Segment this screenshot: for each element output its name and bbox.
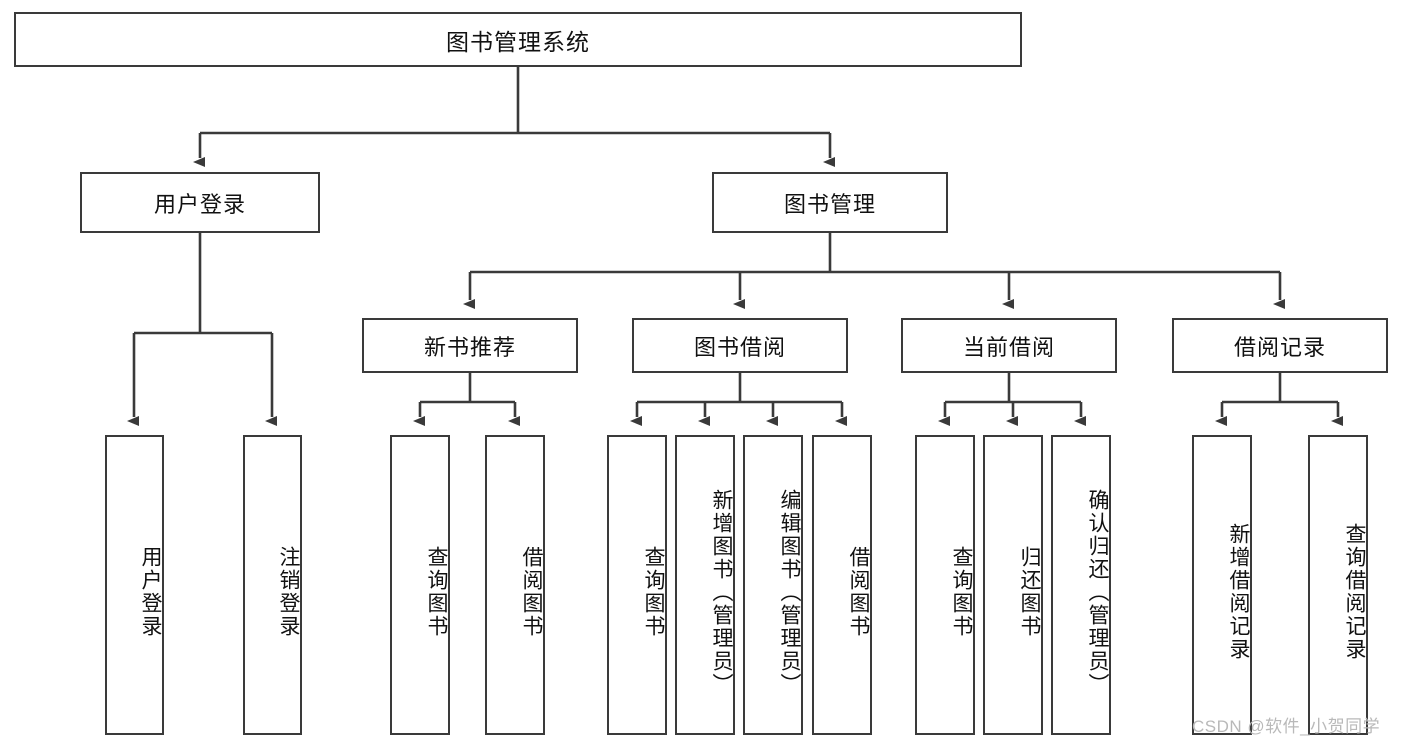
leaf-label: 借阅图书 bbox=[520, 546, 543, 638]
node-leaf-add-borrow-record[interactable]: 新增借阅记录 bbox=[1192, 435, 1252, 735]
node-leaf-logout-login[interactable]: 注销登录 bbox=[243, 435, 302, 735]
node-leaf-query-book-borrow[interactable]: 查询图书 bbox=[607, 435, 667, 735]
leaf-label: 编辑图书（管理员） bbox=[778, 488, 801, 696]
node-book-borrow[interactable]: 图书借阅 bbox=[632, 318, 848, 373]
leaf-label: 注销登录 bbox=[277, 546, 300, 638]
node-leaf-return-book[interactable]: 归还图书 bbox=[983, 435, 1043, 735]
leaf-label: 查询图书 bbox=[950, 546, 973, 638]
leaf-label: 新增图书（管理员） bbox=[710, 488, 733, 696]
leaf-label: 查询图书 bbox=[642, 546, 665, 638]
leaf-label: 查询借阅记录 bbox=[1343, 523, 1366, 661]
node-leaf-query-book-recommend[interactable]: 查询图书 bbox=[390, 435, 450, 735]
watermark-text: CSDN @软件_小贺同学 bbox=[1192, 717, 1381, 736]
node-user-login[interactable]: 用户登录 bbox=[80, 172, 320, 233]
node-leaf-borrow-book-recommend[interactable]: 借阅图书 bbox=[485, 435, 545, 735]
node-leaf-borrow-book[interactable]: 借阅图书 bbox=[812, 435, 872, 735]
node-leaf-confirm-return[interactable]: 确认归还（管理员） bbox=[1051, 435, 1111, 735]
leaf-label: 新增借阅记录 bbox=[1227, 523, 1250, 661]
leaf-label: 查询图书 bbox=[425, 546, 448, 638]
node-leaf-user-login[interactable]: 用户登录 bbox=[105, 435, 164, 735]
node-book-manage[interactable]: 图书管理 bbox=[712, 172, 948, 233]
leaf-label: 归还图书 bbox=[1018, 546, 1041, 638]
node-borrow-record[interactable]: 借阅记录 bbox=[1172, 318, 1388, 373]
leaf-label: 借阅图书 bbox=[847, 546, 870, 638]
node-leaf-edit-book[interactable]: 编辑图书（管理员） bbox=[743, 435, 803, 735]
node-leaf-query-book-current[interactable]: 查询图书 bbox=[915, 435, 975, 735]
node-leaf-query-borrow-record[interactable]: 查询借阅记录 bbox=[1308, 435, 1368, 735]
node-current-borrow[interactable]: 当前借阅 bbox=[901, 318, 1117, 373]
node-new-book-recommend[interactable]: 新书推荐 bbox=[362, 318, 578, 373]
leaf-label: 用户登录 bbox=[139, 546, 162, 638]
node-root-system[interactable]: 图书管理系统 bbox=[14, 12, 1022, 67]
leaf-label: 确认归还（管理员） bbox=[1086, 488, 1109, 696]
node-leaf-add-book[interactable]: 新增图书（管理员） bbox=[675, 435, 735, 735]
